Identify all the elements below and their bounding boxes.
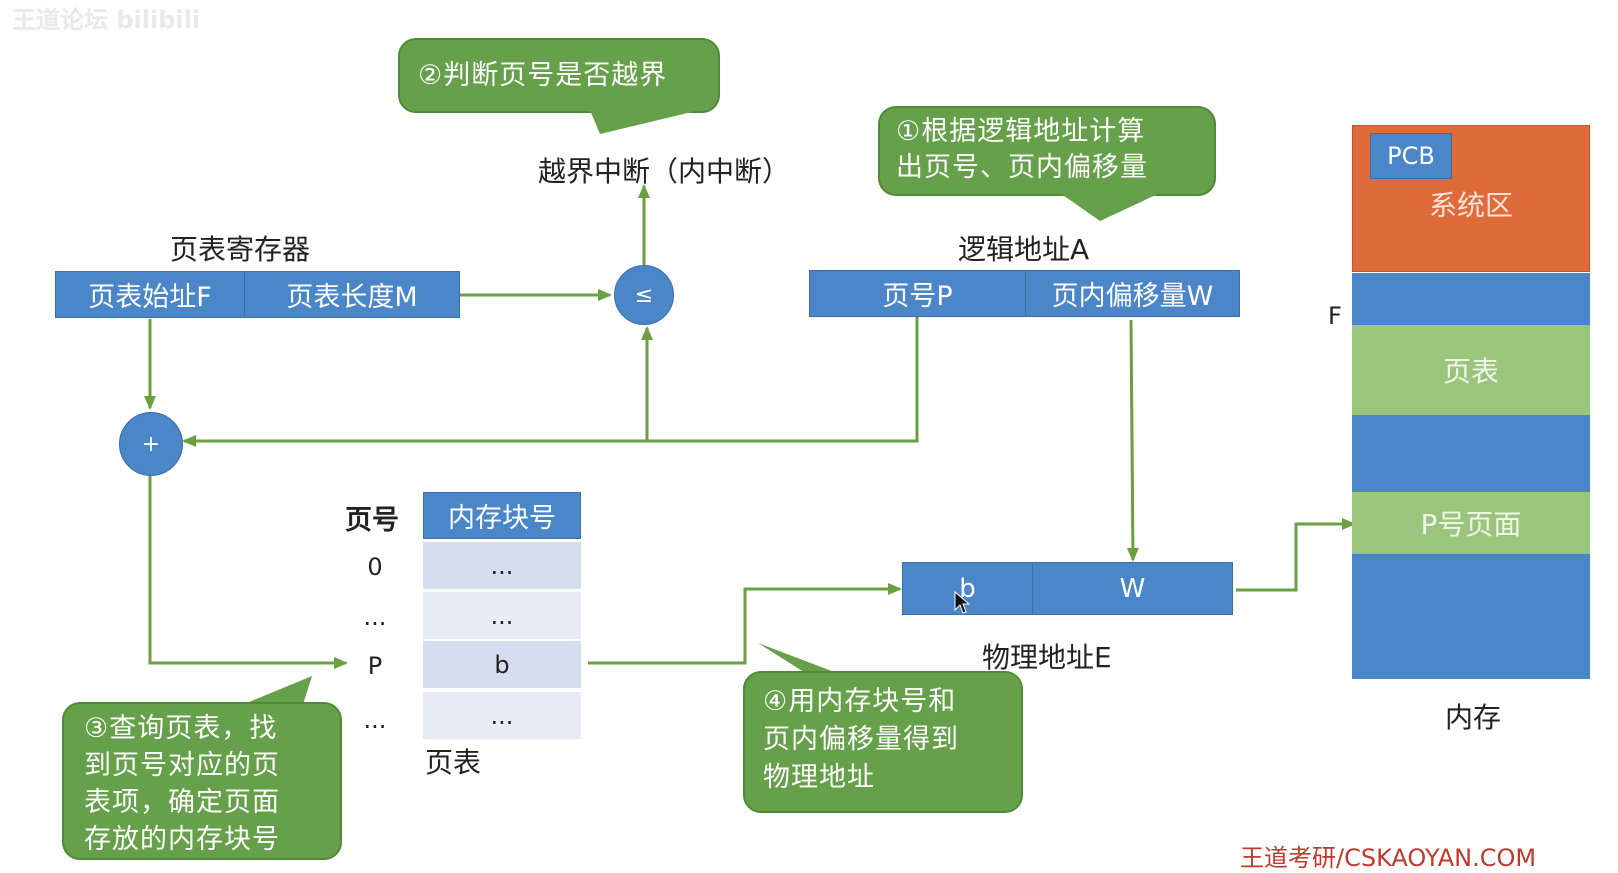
compare-symbol: ≤ [634,282,654,308]
register-start-address: 页表始址F [55,271,245,318]
page-table-index: P [367,652,383,680]
page-table-cell-text: b [494,650,510,679]
memory-page-table-text: 页表 [1442,355,1499,388]
compare-operator: ≤ [614,265,674,325]
page-table-index: 0 [367,553,383,581]
page-table-header: 内存块号 [423,492,581,539]
callout-step4-line: 物理地址 [763,762,875,793]
callout-step4-line: ④用内存块号和 [763,686,957,717]
physical-block-text: b [959,573,976,604]
page-table-header-text: 内存块号 [448,503,556,534]
callout-step3-line: 存放的内存块号 [84,824,280,855]
page-table-index: ... [363,706,387,734]
register-length: 页表长度M [244,271,460,318]
page-table-index: ... [363,603,387,631]
memory-p-page: P号页面 [1352,492,1590,554]
memory-p-page-text: P号页面 [1420,508,1522,541]
memory-block [1352,415,1590,492]
page-table-cell: ... [423,692,581,739]
logical-offset: 页内偏移量W [1025,270,1240,317]
memory-title: 内存 [1445,701,1502,734]
page-table-cell-text: ... [490,551,514,580]
callout-step1-line1: ①根据逻辑地址计算 [896,116,1146,147]
physical-offset: W [1032,562,1233,615]
logical-page-number-text: 页号P [882,281,953,312]
mouse-cursor-icon [954,591,970,614]
adder-operator: + [119,412,183,476]
top-watermark: 王道论坛 bilibili [12,6,201,34]
system-area-text: 系统区 [1428,188,1513,222]
logical-page-number: 页号P [809,270,1026,317]
callout-step4: ④用内存块号和 页内偏移量得到 物理地址 [743,671,1023,813]
memory-f-marker: F [1328,302,1342,330]
page-table-cell-text: ... [490,701,514,730]
callout-step4-line: 页内偏移量得到 [763,724,959,755]
page-table-cell: b [423,641,581,688]
page-table-cell: ... [423,592,581,639]
callout-step3-line: 到页号对应的页 [84,750,280,781]
page-table-title: 页表 [425,746,482,779]
memory-pcb: PCB [1370,133,1452,179]
callout-step3-line: ③查询页表，找 [84,713,278,744]
callout-step1: ①根据逻辑地址计算 出页号、页内偏移量 [878,106,1216,196]
memory-page-table: 页表 [1352,325,1590,415]
register-start-address-text: 页表始址F [88,282,212,313]
physical-block-number: b [902,562,1033,615]
logical-offset-text: 页内偏移量W [1051,281,1214,312]
memory-block [1352,273,1590,325]
memory-block [1352,554,1590,679]
callout-step1-line2: 出页号、页内偏移量 [896,152,1148,183]
page-number-column-label: 页号 [345,505,399,536]
physical-address-title: 物理地址E [982,641,1112,674]
pcb-text: PCB [1387,142,1435,170]
callout-step2-tail [590,110,700,134]
brand-watermark: 王道考研/CSKAOYAN.COM [1240,844,1537,872]
interrupt-label: 越界中断（内中断） [538,155,791,188]
add-symbol: + [141,431,161,457]
callout-step2: ②判断页号是否越界 [398,38,720,113]
register-length-text: 页表长度M [286,282,418,313]
page-table-cell-text: ... [490,601,514,630]
page-table-register-title: 页表寄存器 [170,233,311,266]
callout-step2-text: ②判断页号是否越界 [418,59,668,91]
callout-step3: ③查询页表，找 到页号对应的页 表项，确定页面 存放的内存块号 [62,702,342,860]
callout-step3-line: 表项，确定页面 [84,787,280,818]
logical-address-title: 逻辑地址A [958,233,1090,266]
callout-step1-tail [1060,193,1160,221]
page-table-cell: ... [423,542,581,589]
physical-offset-text: W [1119,573,1146,604]
